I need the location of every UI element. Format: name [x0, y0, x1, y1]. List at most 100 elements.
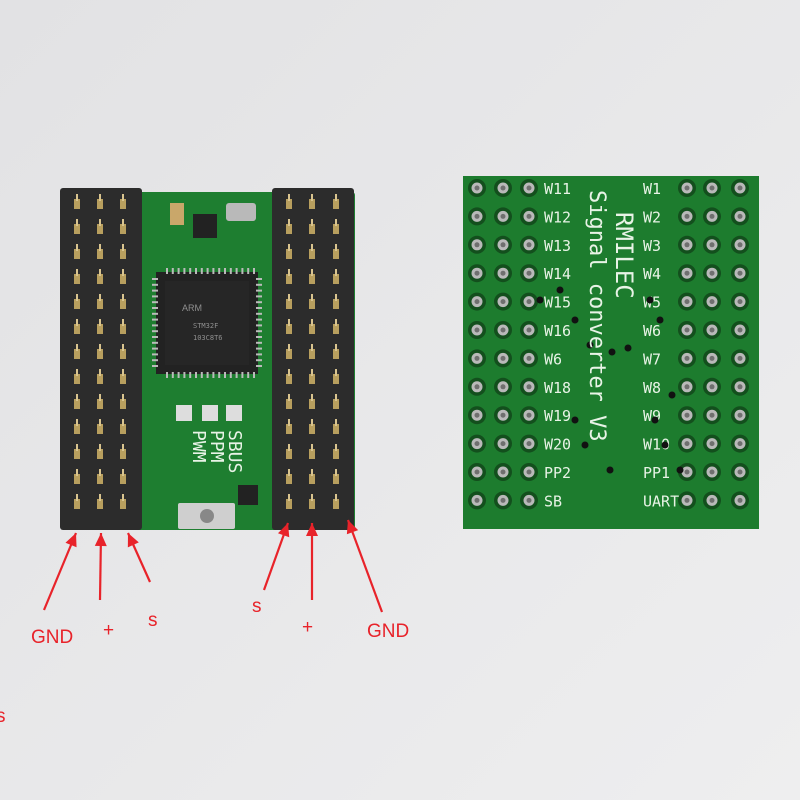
header-pin: [120, 424, 126, 434]
header-pin: [309, 449, 315, 459]
pcb-via: [586, 341, 594, 349]
right-column-label: UART: [643, 492, 679, 510]
header-pin: [120, 374, 126, 384]
gnd-pin-label: GND: [31, 627, 74, 648]
sbus-silk-label: SBUS: [224, 430, 245, 473]
header-pin: [97, 399, 103, 409]
header-pin: [309, 474, 315, 484]
header-pin: [120, 349, 126, 359]
header-pin: [309, 424, 315, 434]
right-converter-board: W11W1W12W2W13W3W14W4W15W5W16W6W6W7W18W8W…: [463, 176, 759, 529]
header-pin: [74, 499, 80, 509]
header-pin: [286, 249, 292, 259]
pcb-vias: [536, 286, 684, 474]
pcb-via: [624, 344, 632, 352]
left-column-label: W14: [544, 265, 571, 283]
header-pin: [97, 249, 103, 259]
pcb-via: [676, 466, 684, 474]
left-column-label: W12: [544, 208, 571, 226]
board-title-silk: RMILEC Signal converter V3: [584, 190, 638, 442]
pointer-arrow: [346, 519, 384, 613]
pcb-via: [571, 316, 579, 324]
right-header-pins: [286, 194, 339, 509]
chip-legs: [152, 268, 262, 378]
left-column-label: W19: [544, 407, 571, 425]
header-pin: [97, 449, 103, 459]
left-column-label: W6: [544, 350, 562, 368]
header-pin: [286, 274, 292, 284]
pcb-via: [668, 391, 676, 399]
header-pin: [97, 474, 103, 484]
header-pin: [286, 299, 292, 309]
header-pin: [286, 474, 292, 484]
header-pin: [74, 224, 80, 234]
header-pin: [74, 349, 80, 359]
right-column-label: W7: [643, 350, 661, 368]
left-column-label: W11: [544, 180, 571, 198]
header-pin: [309, 324, 315, 334]
header-pin: [286, 499, 292, 509]
plus-pin-label: +: [103, 620, 115, 641]
header-pin: [120, 274, 126, 284]
header-pin: [309, 499, 315, 509]
header-pin: [120, 499, 126, 509]
header-pin: [286, 374, 292, 384]
pcb-via: [646, 296, 654, 304]
right-column-label: W1: [643, 180, 661, 198]
plus-pin-label: +: [302, 617, 314, 638]
header-pin: [309, 349, 315, 359]
header-pin: [120, 299, 126, 309]
header-pin: [74, 449, 80, 459]
header-pin: [286, 224, 292, 234]
right-column-label: W9: [643, 407, 661, 425]
header-pin: [97, 224, 103, 234]
pwm-silk-label: PWM: [188, 430, 209, 463]
header-pin: [74, 299, 80, 309]
header-pin: [333, 474, 339, 484]
pcb-via: [606, 466, 614, 474]
header-pin: [333, 299, 339, 309]
pcb-via: [661, 441, 669, 449]
header-pin: [333, 499, 339, 509]
through-hole-rows: W11W1W12W2W13W3W14W4W15W5W16W6W6W7W18W8W…: [468, 179, 749, 510]
header-pin: [120, 224, 126, 234]
header-pin: [120, 474, 126, 484]
left-column-label: PP2: [544, 464, 571, 482]
product-title: Signal converter V3: [584, 190, 609, 442]
pcb-via: [571, 416, 579, 424]
header-pin: [74, 474, 80, 484]
header-pin: [97, 349, 103, 359]
header-pin: [74, 399, 80, 409]
header-pin: [333, 199, 339, 209]
header-pin: [333, 374, 339, 384]
left-column-label: W13: [544, 237, 571, 255]
header-pin: [97, 424, 103, 434]
header-pin: [97, 374, 103, 384]
pcb-via: [608, 348, 616, 356]
header-pin: [333, 424, 339, 434]
header-pin: [286, 349, 292, 359]
header-pin: [120, 324, 126, 334]
header-pin: [286, 324, 292, 334]
right-column-label: W10: [643, 436, 670, 454]
header-pin: [120, 249, 126, 259]
mode-silkscreen: SBUS PPM PWM: [188, 430, 245, 473]
header-pin: [309, 299, 315, 309]
header-pin: [97, 274, 103, 284]
status-led: [226, 405, 242, 421]
left-column-label: W18: [544, 379, 571, 397]
header-pin: [74, 199, 80, 209]
tantalum-capacitor: [170, 203, 184, 225]
right-column-label: W6: [643, 322, 661, 340]
header-pin: [97, 324, 103, 334]
header-pin: [74, 274, 80, 284]
right-column-label: PP1: [643, 464, 670, 482]
left-column-label: W15: [544, 294, 571, 312]
left-column-label: W16: [544, 322, 571, 340]
status-led: [202, 405, 218, 421]
header-pin: [97, 199, 103, 209]
header-pin: [286, 449, 292, 459]
brand-title: RMILEC: [610, 212, 638, 299]
header-pin: [333, 399, 339, 409]
right-column-label: W2: [643, 208, 661, 226]
